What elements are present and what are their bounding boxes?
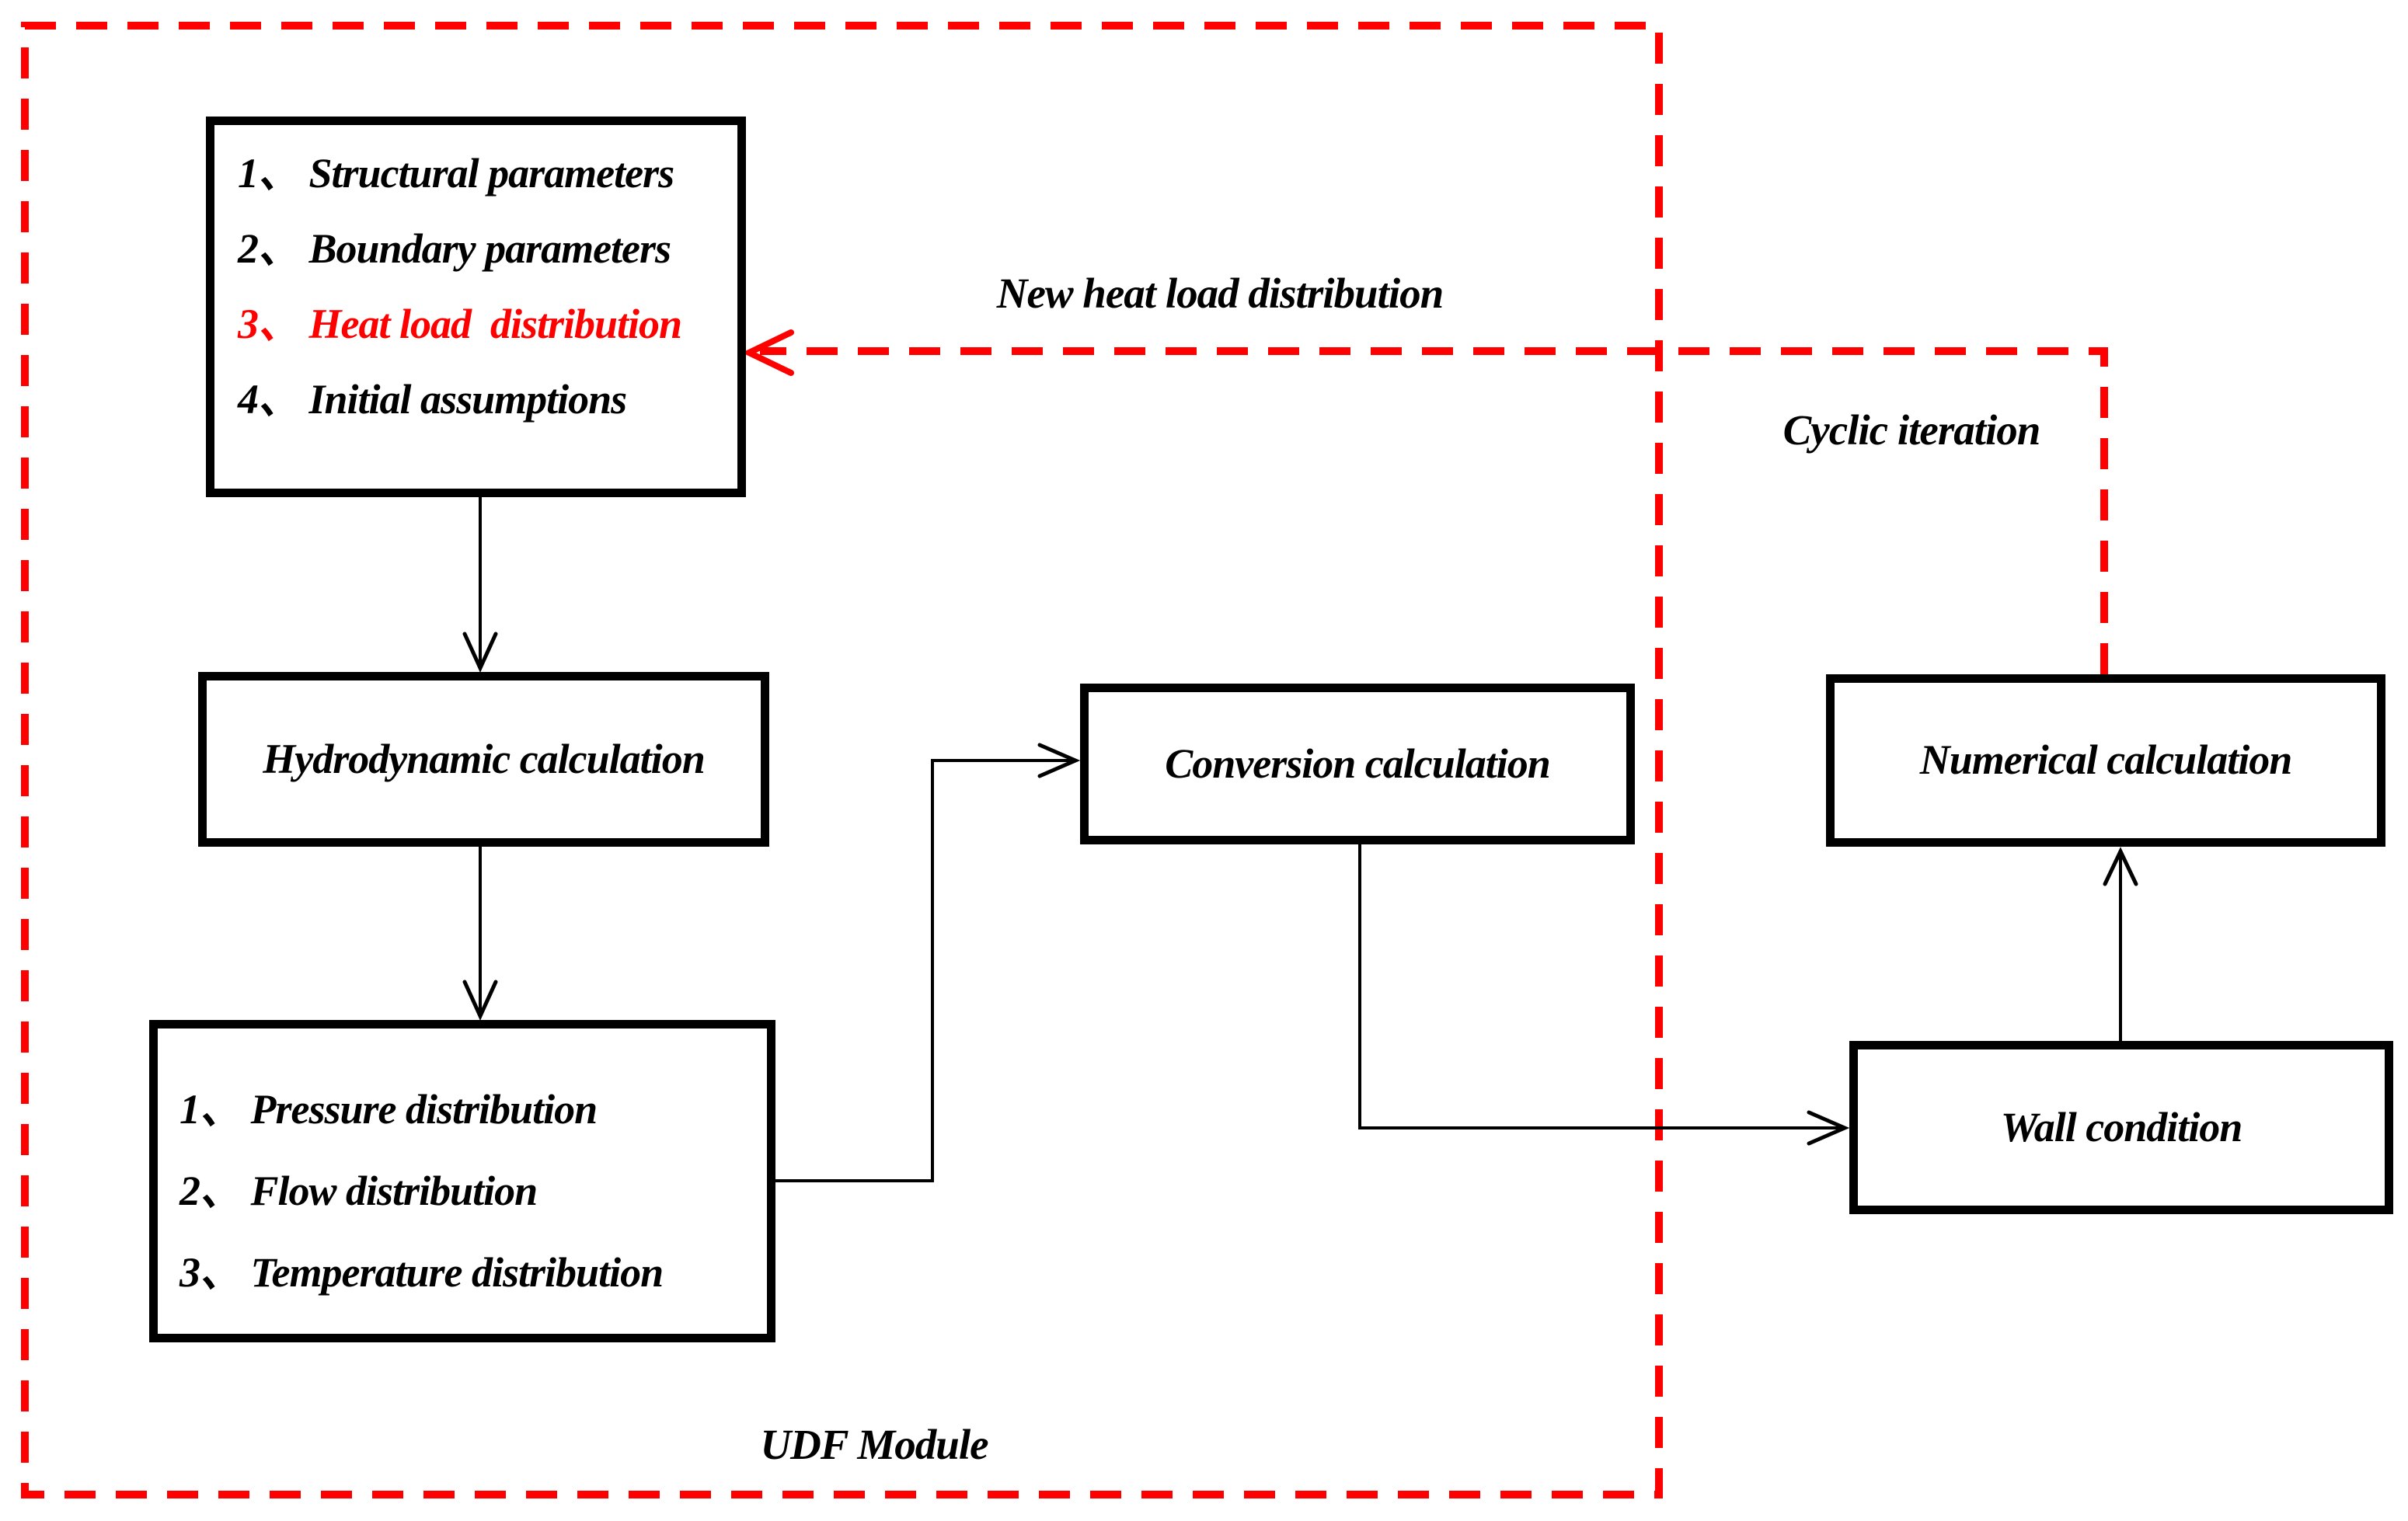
wall-condition-box: Wall condition [1849,1041,2393,1214]
arrow-hydrodynamic-to-results [462,847,498,1022]
list-item-initial-assumptions: 4、 Initial assumptions [238,375,627,423]
conversion-calculation-label: Conversion calculation [1165,740,1551,787]
conversion-calculation-box: Conversion calculation [1080,684,1635,844]
cyclic-iteration-label: Cyclic iteration [1782,406,2041,454]
list-item-boundary-parameters: 2、 Boundary parameters [238,224,671,272]
arrow-inputs-to-hydrodynamic [462,497,498,673]
arrow-results-to-conversion [775,743,1081,1182]
list-item-temperature-distribution: 3、 Temperature distribution [179,1248,664,1296]
list-item-heat-load-distribution: 3、 Heat load distribution [238,300,682,347]
results-box: 1、 Pressure distribution 2、 Flow distrib… [149,1020,775,1342]
wall-condition-label: Wall condition [2000,1103,2243,1150]
list-item-structural-parameters: 1、 Structural parameters [238,149,674,197]
new-heat-load-distribution-label: New heat load distribution [996,270,1444,317]
arrow-conversion-to-wall [1358,844,1850,1146]
udf-module-dashed-border [21,22,1663,1498]
numerical-calculation-box: Numerical calculation [1826,674,2385,847]
hydrodynamic-calculation-label: Hydrodynamic calculation [263,735,705,782]
arrow-wall-to-numerical [2103,847,2138,1041]
feedback-arrow-numerical-to-heatload [741,329,2108,674]
list-item-flow-distribution: 2、 Flow distribution [179,1167,538,1214]
list-item-pressure-distribution: 1、 Pressure distribution [179,1085,598,1133]
hydrodynamic-calculation-box: Hydrodynamic calculation [198,672,769,847]
numerical-calculation-label: Numerical calculation [1919,736,2292,784]
udf-module-label: UDF Module [760,1421,988,1468]
input-parameters-box: 1、 Structural parameters 2、 Boundary par… [206,117,746,497]
